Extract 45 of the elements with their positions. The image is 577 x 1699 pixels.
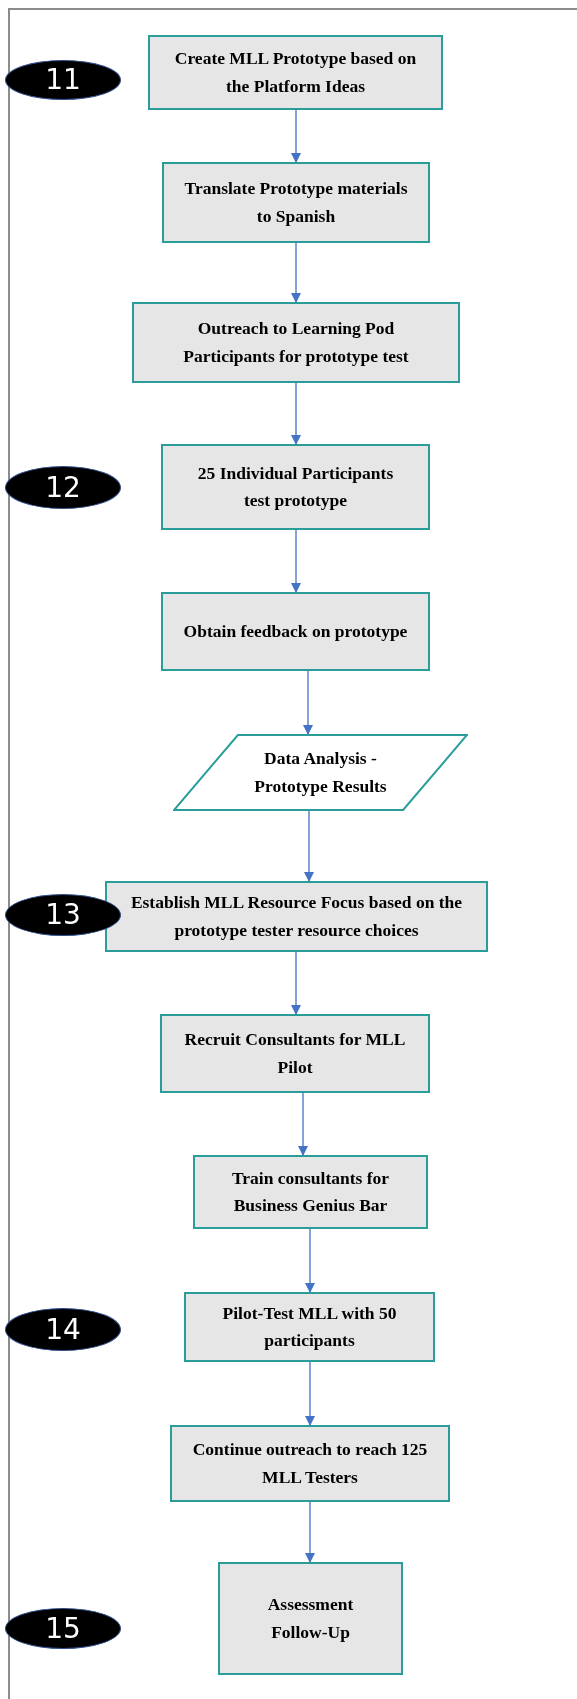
arrow — [305, 1361, 315, 1426]
step-text: Obtain feedback on prototype — [183, 619, 408, 643]
arrow — [291, 951, 301, 1015]
step-text: Outreach to Learning Pod Participants for prototype test — [182, 317, 410, 368]
arrow — [291, 109, 301, 163]
process-box — [148, 35, 443, 110]
process-box — [132, 302, 460, 383]
step-text: Recruit Consultants for MLL Pilot — [183, 1028, 407, 1079]
process-box — [160, 1014, 430, 1093]
step-text: Pilot-Test MLL with 50 participants — [221, 1301, 398, 1352]
arrow — [291, 382, 301, 445]
process-box — [218, 1562, 403, 1675]
arrow — [291, 242, 301, 303]
step-text: Data Analysis - Prototype Results — [253, 747, 388, 798]
step-oval — [5, 1308, 121, 1351]
step-text: 25 Individual Participants test prototype — [196, 461, 395, 512]
data-parallelogram — [173, 734, 468, 811]
arrow — [305, 1501, 315, 1563]
step-text: Establish MLL Resource Focus based on the prototype tester resource choices — [129, 891, 464, 942]
step-oval — [5, 894, 121, 936]
arrow — [304, 810, 314, 882]
process-box — [105, 881, 488, 952]
process-box — [193, 1155, 428, 1229]
process-box — [161, 444, 430, 530]
process-box — [170, 1425, 450, 1502]
step-text: Assessment Follow-Up — [266, 1593, 355, 1644]
process-box — [184, 1292, 435, 1362]
step-number: 11 — [45, 66, 81, 94]
step-number: 13 — [45, 901, 81, 929]
step-text: Train consultants for Business Genius Bar — [230, 1166, 391, 1217]
step-oval — [5, 1608, 121, 1649]
arrow — [298, 1092, 308, 1156]
step-text: Create MLL Prototype based on the Platform Ideas — [173, 47, 418, 98]
step-text: Continue outreach to reach 125 MLL Testers — [192, 1438, 428, 1489]
step-oval — [5, 466, 121, 509]
arrow — [291, 529, 301, 593]
step-number: 14 — [45, 1315, 81, 1344]
step-number: 15 — [45, 1614, 81, 1643]
arrow — [303, 670, 313, 735]
process-box — [161, 592, 430, 671]
process-box — [162, 162, 430, 243]
step-oval — [5, 60, 121, 100]
arrow — [305, 1228, 315, 1293]
step-number: 12 — [45, 473, 81, 502]
step-text: Translate Prototype materials to Spanish — [184, 177, 408, 228]
